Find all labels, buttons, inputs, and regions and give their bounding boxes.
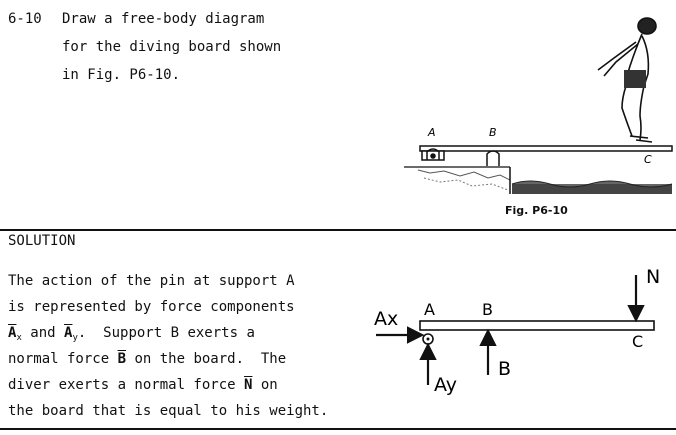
line4-post: on the board. The [126, 351, 287, 367]
solution-line-2: is represented by force components [8, 299, 295, 315]
vector-b: B [117, 351, 127, 367]
and-text: and [21, 325, 65, 341]
problem-line-2: for the diving board shown [62, 39, 282, 55]
section-divider [0, 229, 676, 231]
problem-number: 6-10 [8, 11, 42, 27]
problem-line-1: Draw a free-body diagram [62, 11, 265, 27]
fig-label-a: A [427, 126, 436, 139]
fbd-label-ay: Ay [434, 374, 457, 396]
platform [404, 166, 511, 194]
support-a [421, 148, 445, 161]
vector-ay-sub: y [72, 333, 78, 343]
fig-label-c: C [644, 153, 652, 166]
solution-line-5: diver exerts a normal force N on [8, 374, 278, 396]
solution-line-4: normal force B on the board. The [8, 348, 286, 370]
board [419, 145, 673, 152]
line5-post: on [252, 377, 278, 393]
bottom-divider [0, 428, 676, 430]
line5-pre: diver exerts a normal force [8, 377, 245, 393]
solution-line-1: The action of the pin at support A [8, 273, 295, 289]
line4-pre: normal force [8, 351, 118, 367]
solution-line-3: Ax and Ay. Support B exerts a [8, 322, 255, 349]
fig-label-b: B [489, 126, 497, 139]
fbd-label-a: A [424, 300, 435, 319]
fbd-label-c: C [632, 332, 643, 351]
water [511, 180, 673, 194]
fbd-label-b-top: B [482, 300, 493, 319]
solution-heading: SOLUTION [8, 233, 76, 249]
support-b [486, 150, 500, 166]
fbd-label-ax: Ax [374, 308, 398, 330]
figure-caption: Fig. P6-10 [505, 204, 568, 217]
vector-n: N [244, 377, 253, 393]
vector-ax-sub: x [16, 333, 22, 343]
vector-ay: A [64, 325, 73, 341]
line3-rest: . Support B exerts a [77, 325, 255, 341]
diver-illustration [597, 17, 657, 143]
fbd-label-n: N [646, 266, 660, 288]
solution-line-6: the board that is equal to his weight. [8, 403, 329, 419]
fbd-board [419, 320, 655, 331]
fbd-label-b-force: B [498, 358, 511, 380]
problem-line-3: in Fig. P6-10. [62, 67, 181, 83]
vector-ax: A [8, 325, 17, 341]
diving-board-figure: A B C [404, 17, 673, 194]
free-body-diagram: Ax Ay A B B C N [374, 266, 660, 396]
